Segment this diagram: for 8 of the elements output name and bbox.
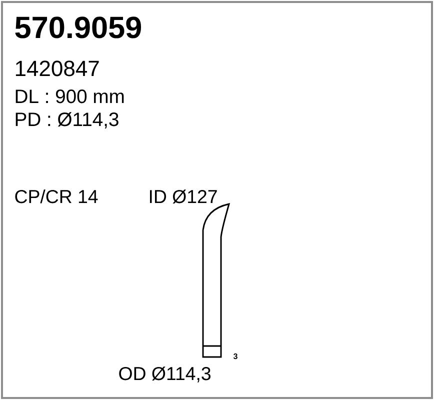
note-text: CP/CR 14 — [15, 189, 98, 204]
dimension-text: DL : 900 mm — [16, 90, 124, 104]
dimension-text: OD Ø114,3 — [119, 366, 210, 382]
callout-number: 3 — [233, 353, 238, 360]
title: 570.9059 — [15, 16, 142, 38]
dimension-text: ID Ø127 — [150, 190, 217, 204]
part-number: 1420847 — [16, 60, 99, 76]
dimension-text: PD : Ø114,3 — [16, 112, 118, 128]
